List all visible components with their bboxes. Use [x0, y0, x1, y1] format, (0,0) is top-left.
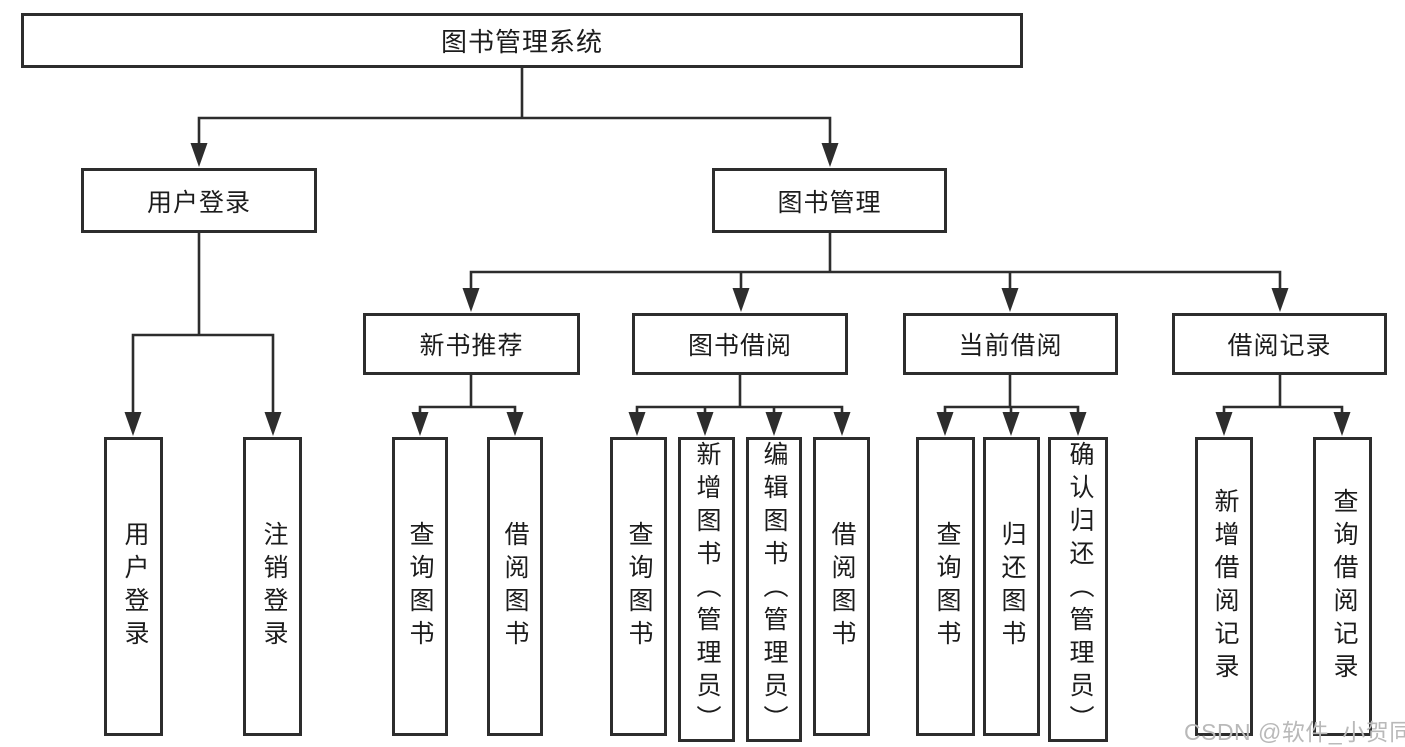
node-user-login: 用户登录 [81, 168, 317, 233]
csdn-watermark: CSDN @软件_小贺同学 [1184, 719, 1405, 745]
leaf-logout: 注销登录 [243, 437, 302, 736]
node-current-borrow: 当前借阅 [903, 313, 1118, 375]
node-borrow-records: 借阅记录 [1172, 313, 1387, 375]
leaf-recommend-query-books: 查询图书 [392, 437, 448, 736]
arrowheads [124, 143, 1351, 436]
leaf-current-confirm-return-admin: 确认归还（管理员） [1048, 437, 1108, 742]
leaf-records-add-record: 新增借阅记录 [1195, 437, 1253, 736]
leaf-borrow-borrow-books: 借阅图书 [813, 437, 870, 736]
leaf-current-return-books: 归还图书 [983, 437, 1040, 736]
leaf-borrow-query-books: 查询图书 [610, 437, 667, 736]
leaf-borrow-edit-books-admin: 编辑图书（管理员） [746, 437, 802, 742]
node-book-management: 图书管理 [712, 168, 947, 233]
leaf-recommend-borrow-books: 借阅图书 [487, 437, 543, 736]
node-new-book-recommend: 新书推荐 [363, 313, 580, 375]
node-library-management-system: 图书管理系统 [21, 13, 1023, 68]
leaf-user-login: 用户登录 [104, 437, 163, 736]
leaf-borrow-add-books-admin: 新增图书（管理员） [678, 437, 735, 742]
leaf-current-query-books: 查询图书 [916, 437, 975, 736]
leaf-records-query-record: 查询借阅记录 [1313, 437, 1372, 736]
node-book-borrow: 图书借阅 [632, 313, 848, 375]
